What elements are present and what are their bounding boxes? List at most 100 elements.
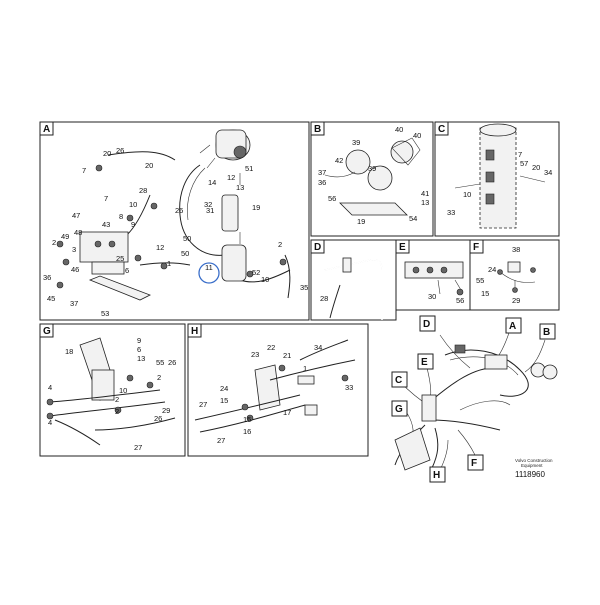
pump-illustration <box>199 129 251 169</box>
part-number-label: 24 <box>488 265 496 274</box>
part-number-label: 7 <box>82 166 86 175</box>
callout-letter: E <box>421 357 428 368</box>
accumulator-body <box>221 244 247 282</box>
overview-pump <box>484 354 508 370</box>
part-number-label: 6 <box>137 345 141 354</box>
callout-letter: G <box>395 404 403 415</box>
panel-letter: H <box>191 326 198 337</box>
panel-a-letter: A <box>43 124 50 135</box>
panel-b: B 40 40 39 42 37 36 39 41 13 19 54 56 <box>310 121 434 237</box>
accumulator-sphere <box>390 140 414 164</box>
panel-g: G 18 9 6 13 55 26 4 2 10 2 29 4 26 27 2 <box>39 323 186 457</box>
part-number-label: 11 <box>205 263 213 272</box>
part-number-label: 33 <box>345 383 353 392</box>
part-number-label: 26 <box>116 146 124 155</box>
part-number-label: 15 <box>243 415 251 424</box>
drawing-number: 1118960 <box>515 470 546 479</box>
overview-filter <box>421 394 437 422</box>
part-number-label: 30 <box>428 292 436 301</box>
panel-letter: E <box>399 242 406 253</box>
part-number-label: 37 <box>70 299 78 308</box>
part-number-label: 1 <box>167 259 171 268</box>
panel-e: E 30 56 <box>395 239 471 311</box>
part-number-label: 47 <box>72 211 80 220</box>
part-number-label: 20 <box>103 149 111 158</box>
part-number-label: 56 <box>456 296 464 305</box>
part-number-label: 27 <box>217 436 225 445</box>
part-number-label: 57 <box>520 159 528 168</box>
callout-letter: C <box>395 375 402 386</box>
part-number-label: 55 <box>476 276 484 285</box>
part-number-label: 54 <box>409 214 417 223</box>
part-number-label: 39 <box>352 138 360 147</box>
part-number-label: 25 <box>116 254 124 263</box>
part-number-label: 26 <box>175 206 183 215</box>
callout-letter: H <box>433 470 440 481</box>
part-number-label: 14 <box>208 178 216 187</box>
manufacturer-caption-2: Equipment <box>521 463 543 468</box>
callout-e: E <box>417 353 434 370</box>
callout-letter: F <box>471 458 477 469</box>
part-number-label: 4 <box>48 383 52 392</box>
part-number-label: 37 <box>318 168 326 177</box>
part-number-label: 7 <box>104 194 108 203</box>
part-number-label: 22 <box>267 343 275 352</box>
part-number-label: 7 <box>518 150 522 159</box>
callout-c: C <box>391 371 408 388</box>
callout-h: H <box>429 466 446 483</box>
part-number-label: 49 <box>61 232 69 241</box>
part-number-label: 15 <box>220 396 228 405</box>
part-number-label: 2 <box>115 407 119 416</box>
part-number-label: 13 <box>137 354 145 363</box>
filter-cylinder <box>221 194 239 232</box>
panel-letter: F <box>473 242 479 253</box>
part-number-label: 34 <box>314 343 322 352</box>
panel-letter: B <box>314 124 321 135</box>
part-number-label: 34 <box>544 168 552 177</box>
part-number-label: 12 <box>227 173 235 182</box>
panel-a: A <box>39 121 310 321</box>
overview-pedals <box>394 427 431 471</box>
part-number-label: 33 <box>447 208 455 217</box>
part-number-label: 3 <box>72 245 76 254</box>
part-number-label: 2 <box>115 395 119 404</box>
part-number-label: 26 <box>154 414 162 423</box>
accumulator-sphere <box>367 165 393 191</box>
part-number-label: 8 <box>119 212 123 221</box>
callout-g: G <box>391 400 408 417</box>
machine-overview: D A B E C G H F Volvo Co <box>391 315 558 483</box>
part-number-label: 45 <box>47 294 55 303</box>
part-number-label: 36 <box>318 178 326 187</box>
part-number-label: 40 <box>395 125 403 134</box>
part-number-label: 53 <box>101 309 109 318</box>
part-number-label: 40 <box>413 131 421 140</box>
part-number-label: 27 <box>134 443 142 452</box>
manufacturer-caption: Volvo Construction <box>515 458 553 463</box>
bracket <box>88 275 151 301</box>
part-number-label: 56 <box>328 194 336 203</box>
accumulator-sphere <box>345 149 371 175</box>
part-number-label: 18 <box>65 347 73 356</box>
part-number-label: 38 <box>512 245 520 254</box>
part-number-label: 55 <box>156 358 164 367</box>
part-number-label: 10 <box>129 200 137 209</box>
panel-d: D 28 <box>310 239 397 321</box>
part-number-label: 13 <box>421 198 429 207</box>
part-number-label: 46 <box>71 265 79 274</box>
part-number-label: 12 <box>156 243 164 252</box>
part-number-label: 15 <box>481 289 489 298</box>
part-number-label: 51 <box>245 164 253 173</box>
part-number-label: 24 <box>220 384 228 393</box>
panel-letter: D <box>314 242 321 253</box>
panel-letter: G <box>43 326 51 337</box>
part-number-label: 19 <box>357 217 365 226</box>
part-number-label: 48 <box>74 228 82 237</box>
part-number-label: 29 <box>512 296 520 305</box>
highlight-circle <box>198 262 220 284</box>
part-number-label: 9 <box>131 220 135 229</box>
mounting-bracket <box>254 364 281 411</box>
panel-f: F 38 24 55 15 29 <box>469 239 560 311</box>
swivel-housing <box>479 127 517 229</box>
part-number-label: 10 <box>119 386 127 395</box>
